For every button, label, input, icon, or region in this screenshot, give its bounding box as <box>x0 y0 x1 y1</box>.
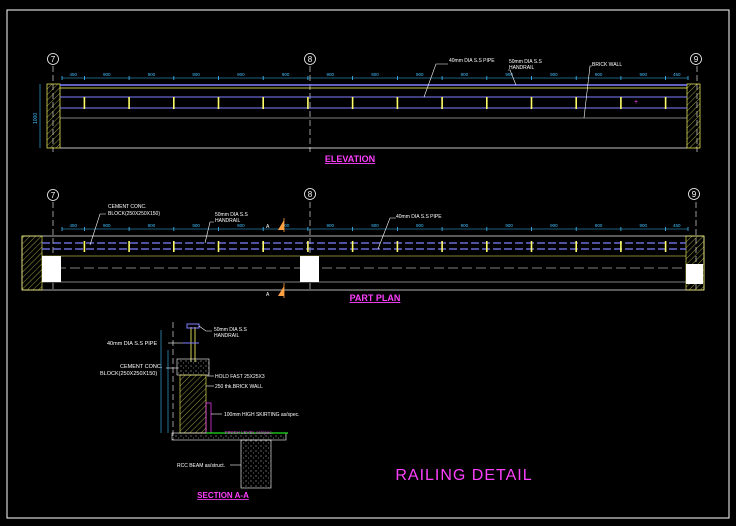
elevation-dim-label: 900 <box>327 72 335 77</box>
sheet-title: RAILING DETAIL <box>395 467 532 484</box>
label-sec-block-1: CEMENT CONC. <box>120 364 163 370</box>
elevation-dimension-labels: 450 900 900 900 900 900 900 900 900 900 900 900 900 9… <box>61 72 689 80</box>
elevation-end-wall-left <box>46 83 61 149</box>
svg-text:9: 9 <box>692 190 697 199</box>
section-concrete-block <box>176 358 210 376</box>
section-brick-wall <box>179 374 207 434</box>
elevation-dim-label: 450 <box>673 72 681 77</box>
svg-text:8: 8 <box>308 55 313 64</box>
svg-text:A: A <box>266 224 270 230</box>
sheet-border <box>6 9 730 519</box>
plan-dim-label: 900 <box>103 223 111 228</box>
elevation-dim-label: 900 <box>282 72 290 77</box>
part-plan-view: 7 8 9 450 900 900 900 900 900 900 900 900 900 900 9… <box>21 188 705 303</box>
elevation-title: ELEVATION <box>325 154 375 164</box>
leader-elev-handrail <box>508 69 517 86</box>
svg-text:9: 9 <box>694 55 699 64</box>
grid-bubble-middle: 8 <box>304 53 316 65</box>
plan-dim-label: 450 <box>673 223 681 228</box>
elevation-height-label: 1000 <box>33 113 39 124</box>
svg-text:7: 7 <box>51 55 56 64</box>
plan-posts <box>83 241 667 252</box>
elevation-posts <box>83 97 667 109</box>
leader-elev-wall <box>583 65 592 119</box>
plan-dim-label: 900 <box>237 223 245 228</box>
plan-concrete-block-middle <box>300 256 319 282</box>
label-sec-block-2: BLOCK(250X250X150) <box>100 371 157 377</box>
elevation-dim-label: 900 <box>192 72 200 77</box>
svg-text:8: 8 <box>308 190 313 199</box>
plan-dim-label: 900 <box>282 223 290 228</box>
elevation-dim-label: 900 <box>416 72 424 77</box>
label-sec-finish: FINISH LEVEL as/spec. <box>225 430 273 435</box>
plan-title: PART PLAN <box>350 293 401 303</box>
elevation-dim-label: 900 <box>371 72 379 77</box>
elevation-end-wall-right <box>686 83 701 149</box>
elevation-dim-label: 900 <box>595 72 603 77</box>
leader-sec-handrail <box>198 325 212 332</box>
label-sec-holdfast: HOLD FAST 25X25X3 <box>215 374 265 380</box>
label-elev-handrail-1: 50mm DIA S.S <box>509 59 542 65</box>
label-sec-beam: RCC BEAM as/struct. <box>177 463 225 469</box>
section-handrail <box>186 323 200 329</box>
plan-dim-label: 900 <box>192 223 200 228</box>
elevation-dim-label: 900 <box>237 72 245 77</box>
plan-dim-label: 900 <box>505 223 513 228</box>
label-plan-block-1: CEMENT CONC. <box>108 204 147 210</box>
label-plan-handrail-2: HANDRAIL <box>215 218 241 224</box>
label-plan-handrail-1: 50mm DIA S.S <box>215 212 248 218</box>
leader-plan-handrail <box>204 221 214 244</box>
section-rcc-beam <box>240 439 272 489</box>
section-skirting <box>205 402 212 434</box>
elevation-dim-label: 900 <box>148 72 156 77</box>
plan-concrete-block-left <box>42 256 61 282</box>
plan-dimension-labels: 450 900 900 900 900 900 900 900 900 900 900 900 900 9… <box>61 223 689 231</box>
section-mark-bottom: A <box>266 283 285 298</box>
plan-dim-label: 450 <box>69 223 77 228</box>
elevation-dim-label: 900 <box>640 72 648 77</box>
label-elev-wall: BRICK WALL <box>592 62 622 68</box>
grid-bubble-right: 9 <box>690 53 702 65</box>
plan-grid-bubble-middle: 8 <box>304 188 316 200</box>
plan-end-wall-left <box>21 235 43 291</box>
plan-dim-label: 900 <box>327 223 335 228</box>
section-mark-top: A <box>266 218 285 232</box>
plan-dim-label: 900 <box>640 223 648 228</box>
label-plan-pipe: 40mm DIA S.S PIPE <box>396 214 442 220</box>
elevation-dim-label: 900 <box>505 72 513 77</box>
leader-plan-pipe <box>377 217 396 250</box>
plan-dim-label: 900 <box>416 223 424 228</box>
label-plan-block-2: BLOCK(250X250X150) <box>108 211 160 217</box>
plan-concrete-block-right <box>686 264 703 284</box>
leader-elev-pipe <box>423 63 448 98</box>
plan-dim-label: 900 <box>595 223 603 228</box>
label-sec-handrail-2: HANDRAIL <box>214 333 240 339</box>
section-title: SECTION A-A <box>197 491 249 500</box>
leader-plan-block <box>89 213 106 246</box>
plan-dim-label: 900 <box>550 223 558 228</box>
elevation-dim-label: 900 <box>550 72 558 77</box>
label-elev-handrail-2: HANDRAIL <box>509 65 535 71</box>
label-sec-handrail-1: 50mm DIA S.S <box>214 327 247 333</box>
svg-text:A: A <box>266 292 270 298</box>
plan-grid-bubble-right: 9 <box>688 188 700 200</box>
label-sec-wall: 250 thk.BRICK WALL <box>215 384 263 390</box>
svg-text:7: 7 <box>51 191 56 200</box>
label-elev-pipe: 40mm DIA S.S PIPE <box>449 58 495 64</box>
plan-dim-label: 900 <box>148 223 156 228</box>
elevation-dim-label: 900 <box>461 72 469 77</box>
plan-dim-label: 900 <box>371 223 379 228</box>
elevation-dim-label: 450 <box>69 72 77 77</box>
label-sec-skirting: 100mm HIGH SKIRTING as/spec. <box>224 412 299 418</box>
plan-grid-bubble-left: 7 <box>47 189 59 201</box>
elevation-view: 7 8 9 450 900 900 900 900 900 900 900 900 900 900 9… <box>33 53 702 164</box>
plan-dim-label: 900 <box>461 223 469 228</box>
elevation-level-mark: + <box>634 99 638 106</box>
section-a-a-view: 50mm DIA S.S HANDRAIL 40mm DIA S.S PIPE … <box>100 322 299 500</box>
elevation-dim-label: 900 <box>103 72 111 77</box>
grid-bubble-left: 7 <box>47 53 59 65</box>
label-sec-pipe: 40mm DIA S.S PIPE <box>107 341 157 347</box>
